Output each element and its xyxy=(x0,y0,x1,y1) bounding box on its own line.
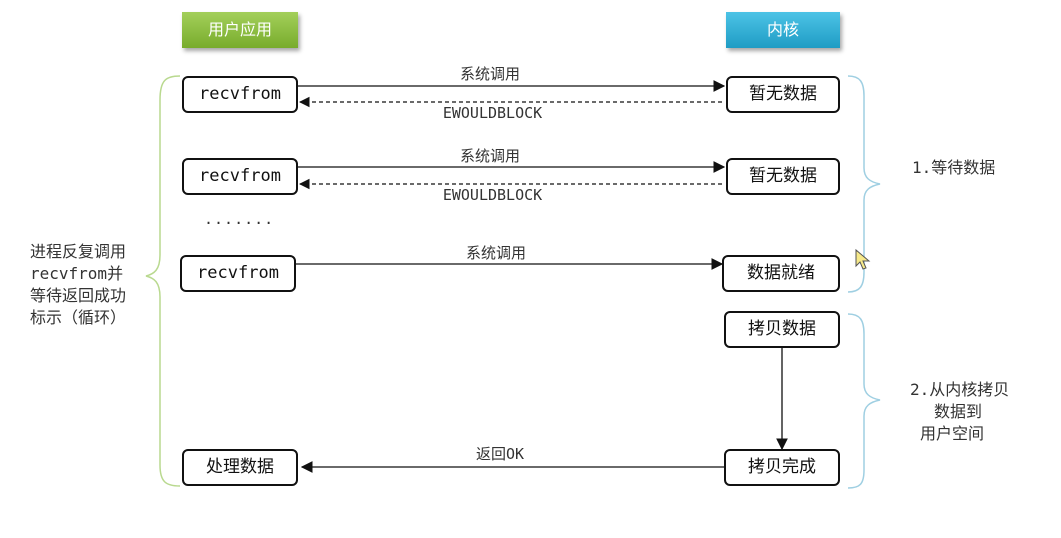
process-data-box: 处理数据 xyxy=(182,449,298,486)
kernel-no-data-box-2: 暂无数据 xyxy=(726,158,840,195)
recvfrom-box-3: recvfrom xyxy=(180,255,296,292)
cursor-icon xyxy=(855,248,871,270)
phase-2-line-2: 数据到 xyxy=(934,402,983,421)
right-brace-1 xyxy=(847,75,881,293)
phase-2-label: 2.从内核拷贝 数据到 用户空间 xyxy=(910,379,1050,445)
ewouldblock-label-1: EWOULDBLOCK xyxy=(442,104,543,122)
copy-data-box: 拷贝数据 xyxy=(724,311,840,348)
phase-1-label: 1.等待数据 xyxy=(912,158,996,177)
ellipsis: ....... xyxy=(204,210,275,228)
syscall-label-2: 系统调用 xyxy=(459,147,520,165)
syscall-label-1: 系统调用 xyxy=(459,65,520,83)
header-kernel: 内核 xyxy=(726,12,840,48)
copy-done-box: 拷贝完成 xyxy=(724,449,840,486)
kernel-data-ready-box: 数据就绪 xyxy=(722,255,840,292)
phase-2-line-3: 用户空间 xyxy=(920,424,985,443)
left-note-line-4: 标示（循环） xyxy=(30,308,127,327)
right-brace-2 xyxy=(847,313,881,489)
left-note-line-1: 进程反复调用 xyxy=(30,242,127,261)
header-user-app: 用户应用 xyxy=(182,12,298,48)
ewouldblock-label-2: EWOULDBLOCK xyxy=(442,186,543,204)
left-note-line-3: 等待返回成功 xyxy=(30,286,127,305)
left-note-line-2: recvfrom并 xyxy=(30,264,124,283)
phase-2-line-1: 2.从内核拷贝 xyxy=(910,380,1010,399)
return-ok-label: 返回OK xyxy=(475,445,525,463)
recvfrom-box-2: recvfrom xyxy=(182,158,298,195)
recvfrom-box-1: recvfrom xyxy=(182,76,298,113)
left-brace xyxy=(145,75,181,487)
kernel-no-data-box-1: 暂无数据 xyxy=(726,76,840,113)
syscall-label-3: 系统调用 xyxy=(465,244,526,262)
left-note: 进程反复调用 recvfrom并 等待返回成功 标示（循环） xyxy=(30,241,150,329)
